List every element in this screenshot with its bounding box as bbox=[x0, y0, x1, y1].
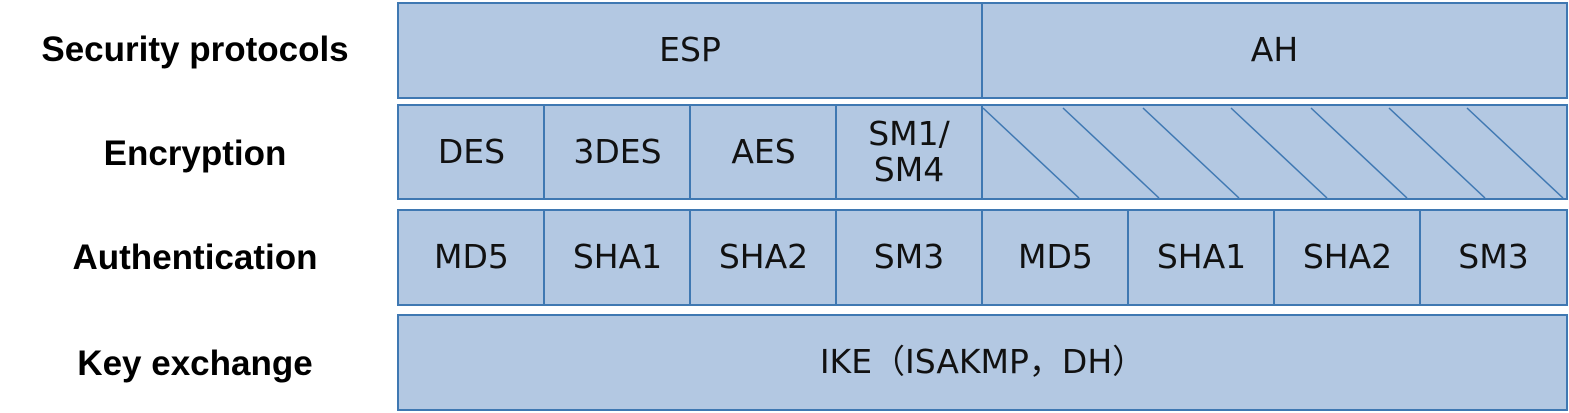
encryption-cell-des: DES bbox=[397, 104, 546, 200]
protocol-esp-cell: ESP bbox=[397, 2, 983, 99]
auth-esp-cell-md5: MD5 bbox=[397, 209, 546, 306]
protocol-ah-cell: AH bbox=[981, 2, 1568, 99]
row-label-security-protocols: Security protocols bbox=[41, 30, 349, 69]
auth-esp-cell-sha1: SHA1 bbox=[543, 209, 692, 306]
row-label-key-exchange: Key exchange bbox=[77, 344, 313, 383]
auth-label: SHA1 bbox=[1156, 237, 1247, 277]
auth-ah-cell-sm3: SM3 bbox=[1419, 209, 1568, 306]
key-exchange-cell: IKE（ISAKMP，DH） bbox=[397, 314, 1568, 411]
encryption-label: SM1/ SM4 bbox=[868, 113, 950, 189]
key-exchange-label: IKE（ISAKMP，DH） bbox=[819, 342, 1146, 382]
encryption-cell-3des: 3DES bbox=[543, 104, 692, 200]
auth-label: SM3 bbox=[873, 237, 945, 277]
row-label-encryption: Encryption bbox=[103, 134, 287, 173]
auth-ah-cell-sha1: SHA1 bbox=[1127, 209, 1276, 306]
encryption-cell-aes: AES bbox=[689, 104, 838, 200]
auth-esp-cell-sha2: SHA2 bbox=[689, 209, 838, 306]
encryption-label: DES bbox=[437, 131, 506, 171]
auth-label: SM3 bbox=[1458, 237, 1529, 277]
hatch-pattern bbox=[983, 107, 1564, 198]
auth-label: MD5 bbox=[434, 237, 509, 277]
auth-ah-cell-md5: MD5 bbox=[981, 209, 1130, 306]
protocol-ah-label: AH bbox=[1250, 30, 1299, 70]
auth-label: SHA2 bbox=[1302, 237, 1393, 277]
protocol-esp-label: ESP bbox=[659, 30, 721, 70]
encryption-cell-sm1-sm4: SM1/ SM4 bbox=[835, 104, 983, 200]
auth-label: MD5 bbox=[1018, 237, 1093, 277]
encryption-label: AES bbox=[731, 131, 796, 171]
auth-label: SHA2 bbox=[718, 237, 809, 277]
encryption-label: 3DES bbox=[573, 131, 662, 171]
auth-label: SHA1 bbox=[572, 237, 663, 277]
encryption-hatched-not-applicable bbox=[981, 104, 1568, 200]
auth-esp-cell-sm3: SM3 bbox=[835, 209, 983, 306]
auth-ah-cell-sha2: SHA2 bbox=[1273, 209, 1422, 306]
row-label-authentication: Authentication bbox=[72, 238, 318, 277]
